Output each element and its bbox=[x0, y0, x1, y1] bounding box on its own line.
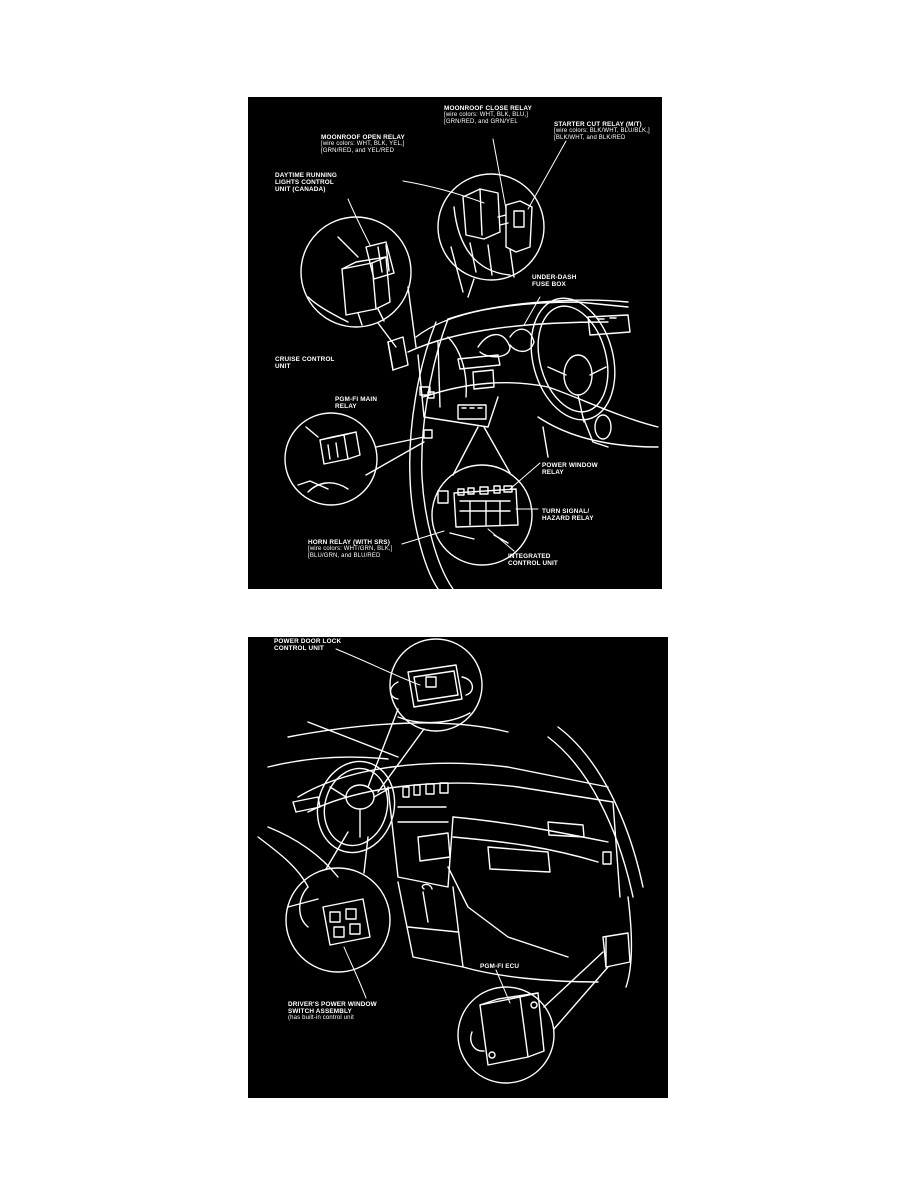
horn-relay-label: HORN RELAY (with SRS) [wire colors: WHT/… bbox=[308, 539, 393, 560]
cruise-control-unit-label: CRUISE CONTROL UNIT bbox=[275, 356, 335, 371]
steering-wheel bbox=[316, 760, 396, 854]
pgm-fi-relay-callout bbox=[284, 412, 425, 506]
daytime-running-lights-label: DAYTIME RUNNING LIGHTS CONTROL UNIT (CAN… bbox=[275, 172, 338, 194]
turn-signal-hazard-relay-label: TURN SIGNAL/ HAZARD RELAY bbox=[542, 508, 594, 523]
under-dash-fuse-box-label: UNDER-DASH FUSE BOX bbox=[532, 274, 577, 289]
bottom-diagram-artwork bbox=[257, 638, 644, 1084]
top-diagram-artwork bbox=[284, 138, 659, 589]
moonroof-close-relay-label: MOONROOF CLOSE RELAY [wire colors: WHT, … bbox=[444, 105, 532, 126]
starter-cut-relay-label: STARTER CUT RELAY (M/T) [wire colors: BL… bbox=[554, 121, 650, 142]
drl-callout bbox=[300, 216, 417, 348]
moonroof-relays-callout bbox=[437, 173, 545, 298]
door-lock-callout bbox=[367, 638, 483, 793]
leader-lines bbox=[335, 648, 511, 1004]
power-door-lock-label: POWER DOOR LOCK CONTROL UNIT bbox=[274, 638, 342, 653]
cruise-control-unit-shape bbox=[387, 336, 409, 371]
relay-box-callout bbox=[431, 426, 533, 566]
dashboard-outline bbox=[292, 762, 621, 898]
left-door-trim bbox=[257, 826, 339, 888]
integrated-control-unit-label: INTEGRATED CONTROL UNIT bbox=[508, 553, 558, 568]
bottom-diagram-panel: POWER DOOR LOCK CONTROL UNIT PGM-FI ECU … bbox=[248, 637, 668, 1098]
window-switch-callout bbox=[285, 831, 391, 973]
drivers-power-window-switch-label: DRIVER'S POWER WINDOW SWITCH ASSEMBLY (h… bbox=[288, 1001, 377, 1022]
windshield-lines bbox=[267, 721, 644, 898]
dashboard-outline bbox=[407, 301, 659, 458]
pgm-fi-ecu-label: PGM-FI ECU bbox=[480, 963, 520, 970]
leader-lines bbox=[347, 138, 567, 552]
steering-wheel bbox=[530, 297, 616, 448]
pgm-fi-ecu-callout bbox=[457, 951, 609, 1084]
door-frame bbox=[602, 896, 633, 988]
fuse-box-area bbox=[419, 386, 487, 439]
pgm-fi-main-relay-label: PGM-FI MAIN RELAY bbox=[335, 396, 378, 411]
power-window-relay-label: POWER WINDOW RELAY bbox=[542, 462, 598, 477]
door-frame bbox=[409, 299, 629, 589]
moonroof-open-relay-label: MOONROOF OPEN RELAY [wire colors: WHT, B… bbox=[321, 134, 405, 155]
center-console bbox=[397, 866, 599, 983]
top-diagram-panel: MOONROOF CLOSE RELAY [wire colors: WHT, … bbox=[248, 97, 662, 589]
